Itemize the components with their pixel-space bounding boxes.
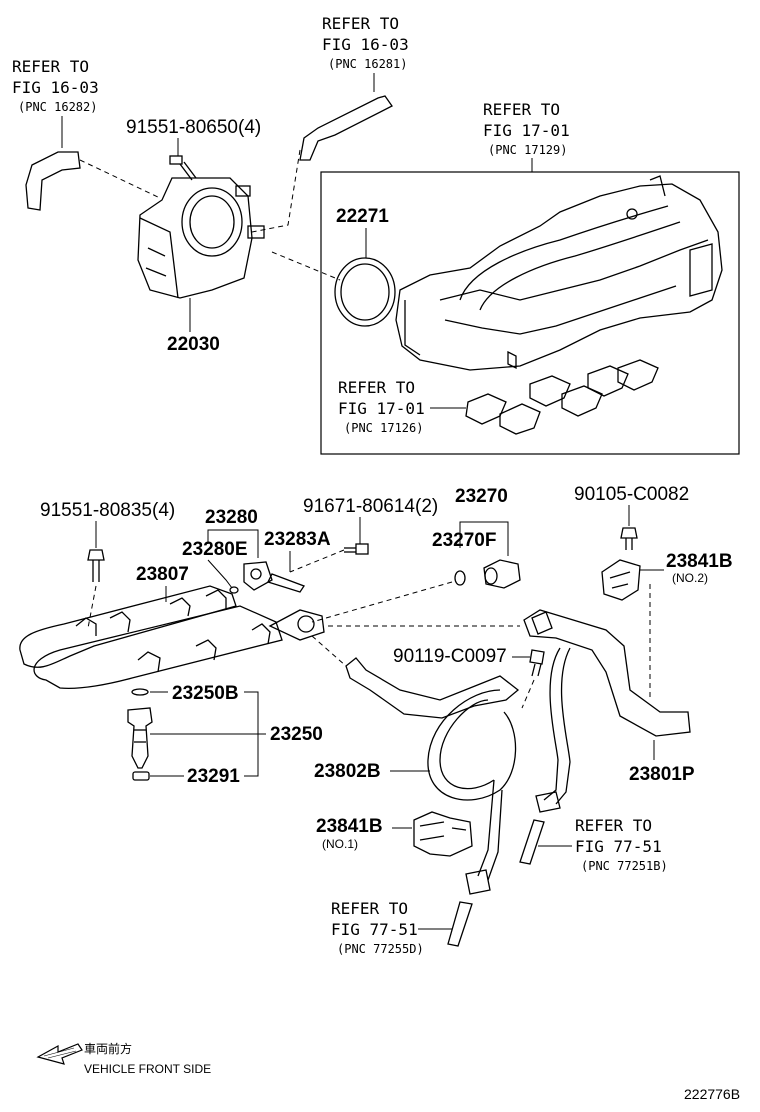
callout-pnc: (PNC 16281) [328, 57, 407, 71]
arrow-left-icon [36, 1043, 83, 1065]
fuel-damper-23270 [483, 559, 521, 589]
callout-line1: REFER TO [12, 57, 89, 76]
bolt-dashed-link [87, 585, 97, 629]
hose-16282 [25, 151, 81, 211]
throttle-body-22030 [137, 177, 265, 299]
rail-to-hose2-dashed [311, 635, 347, 667]
part-label-23802b: 23802B [314, 761, 381, 782]
fuel-rail-23807 [19, 585, 325, 690]
part-note-no2: (NO.2) [672, 571, 708, 585]
bolt-90119-dashed [521, 679, 535, 709]
part-label-90119: 90119-C0097 [393, 646, 507, 667]
callout-line2: FIG 77-51 [331, 920, 418, 939]
part-label-90105: 90105-C0082 [574, 484, 689, 505]
clip-23283a [267, 573, 305, 593]
bolt-90119 [529, 649, 545, 677]
part-label-91551-80835: 91551-80835(4) [40, 500, 175, 521]
callout-ref-77255d: REFER TO FIG 77-51 (PNC 77255D) [331, 899, 452, 956]
oring-23270f [454, 570, 466, 586]
callout-pnc: (PNC 16282) [18, 100, 97, 114]
vehicle-front-legend: 車両前方 VEHICLE FRONT SIDE [36, 1041, 211, 1076]
leader-bracket [459, 521, 509, 556]
callout-ref-16282: REFER TO FIG 16-03 (PNC 16282) [12, 57, 99, 148]
oring-23280e [229, 586, 239, 594]
bolt-91551-80650 [169, 155, 197, 181]
part-label-23270: 23270 [455, 486, 508, 507]
bolt-90105 [620, 527, 638, 550]
part-label-23841b-top: 23841B [666, 551, 733, 572]
callout-line1: REFER TO [575, 816, 652, 835]
part-note-no1: (NO.1) [322, 837, 358, 851]
throttle-dashed-link [271, 251, 341, 281]
part-label-23280e: 23280E [182, 539, 248, 560]
callout-line1: REFER TO [322, 14, 399, 33]
fuel-pressure-part-23280 [243, 561, 273, 591]
hose-16281 [299, 95, 393, 161]
figure-id: 222776B [684, 1086, 740, 1102]
hose-16281-dashed-link [251, 149, 301, 233]
leader-bracket [207, 529, 259, 558]
injector-23250 [127, 707, 153, 769]
part-label-22030: 22030 [167, 334, 220, 355]
callout-pnc: (PNC 77255D) [337, 942, 424, 956]
part-label-23841b-bot: 23841B [316, 816, 383, 837]
oring-23291 [132, 771, 150, 781]
bolt-91671 [344, 543, 369, 555]
leader-line [207, 559, 233, 589]
callout-line2: FIG 17-01 [338, 399, 425, 418]
callout-line2: FIG 16-03 [12, 78, 99, 97]
fuel-hose-23802b [345, 657, 520, 895]
manifold-gaskets [465, 359, 659, 435]
callout-line2: FIG 16-03 [322, 35, 409, 54]
bolt-91551-80835 [87, 549, 105, 582]
callout-line1: REFER TO [338, 378, 415, 397]
callout-ref-77251b: REFER TO FIG 77-51 (PNC 77251B) [538, 816, 668, 873]
legend-japanese: 車両前方 [84, 1041, 132, 1056]
hose-16282-dashed-link [79, 159, 161, 199]
pipe-77251b [519, 819, 545, 865]
part-label-23807: 23807 [136, 564, 189, 585]
callout-line1: REFER TO [331, 899, 408, 918]
part-label-23280: 23280 [205, 507, 258, 528]
fuel-hose-23801p [523, 609, 691, 813]
part-label-91551-80650: 91551-80650(4) [126, 117, 261, 138]
callout-ref-16281: REFER TO FIG 16-03 (PNC 16281) [322, 14, 409, 92]
part-label-23250: 23250 [270, 724, 323, 745]
intake-manifold [395, 175, 723, 371]
legend-english: VEHICLE FRONT SIDE [84, 1062, 211, 1076]
part-label-23801p: 23801P [629, 764, 695, 785]
damper-dashed-link [311, 581, 453, 623]
callout-pnc: (PNC 77251B) [581, 859, 668, 873]
callout-ref-17126: REFER TO FIG 17-01 (PNC 17126) [338, 378, 466, 435]
callout-line2: FIG 17-01 [483, 121, 570, 140]
clamp-23841b-no2 [601, 559, 641, 601]
callout-ref-17129: REFER TO FIG 17-01 (PNC 17129) [483, 100, 570, 172]
part-label-23250b: 23250B [172, 683, 239, 704]
part-label-91671: 91671-80614(2) [303, 496, 438, 517]
bolt-dashed-link [289, 549, 345, 573]
callout-pnc: (PNC 17129) [488, 143, 567, 157]
gasket-22271 [334, 257, 396, 327]
part-label-23291: 23291 [187, 766, 240, 787]
part-label-23283a: 23283A [264, 529, 331, 550]
part-label-23270f: 23270F [432, 530, 496, 551]
part-label-22271: 22271 [336, 206, 389, 227]
oring-23250b [131, 688, 149, 696]
pipe-77255d [447, 901, 473, 947]
intake-manifold-box [320, 171, 740, 455]
callout-pnc: (PNC 17126) [344, 421, 423, 435]
callout-line2: FIG 77-51 [575, 837, 662, 856]
clamp-23841b-no1 [413, 811, 473, 857]
callout-line1: REFER TO [483, 100, 560, 119]
